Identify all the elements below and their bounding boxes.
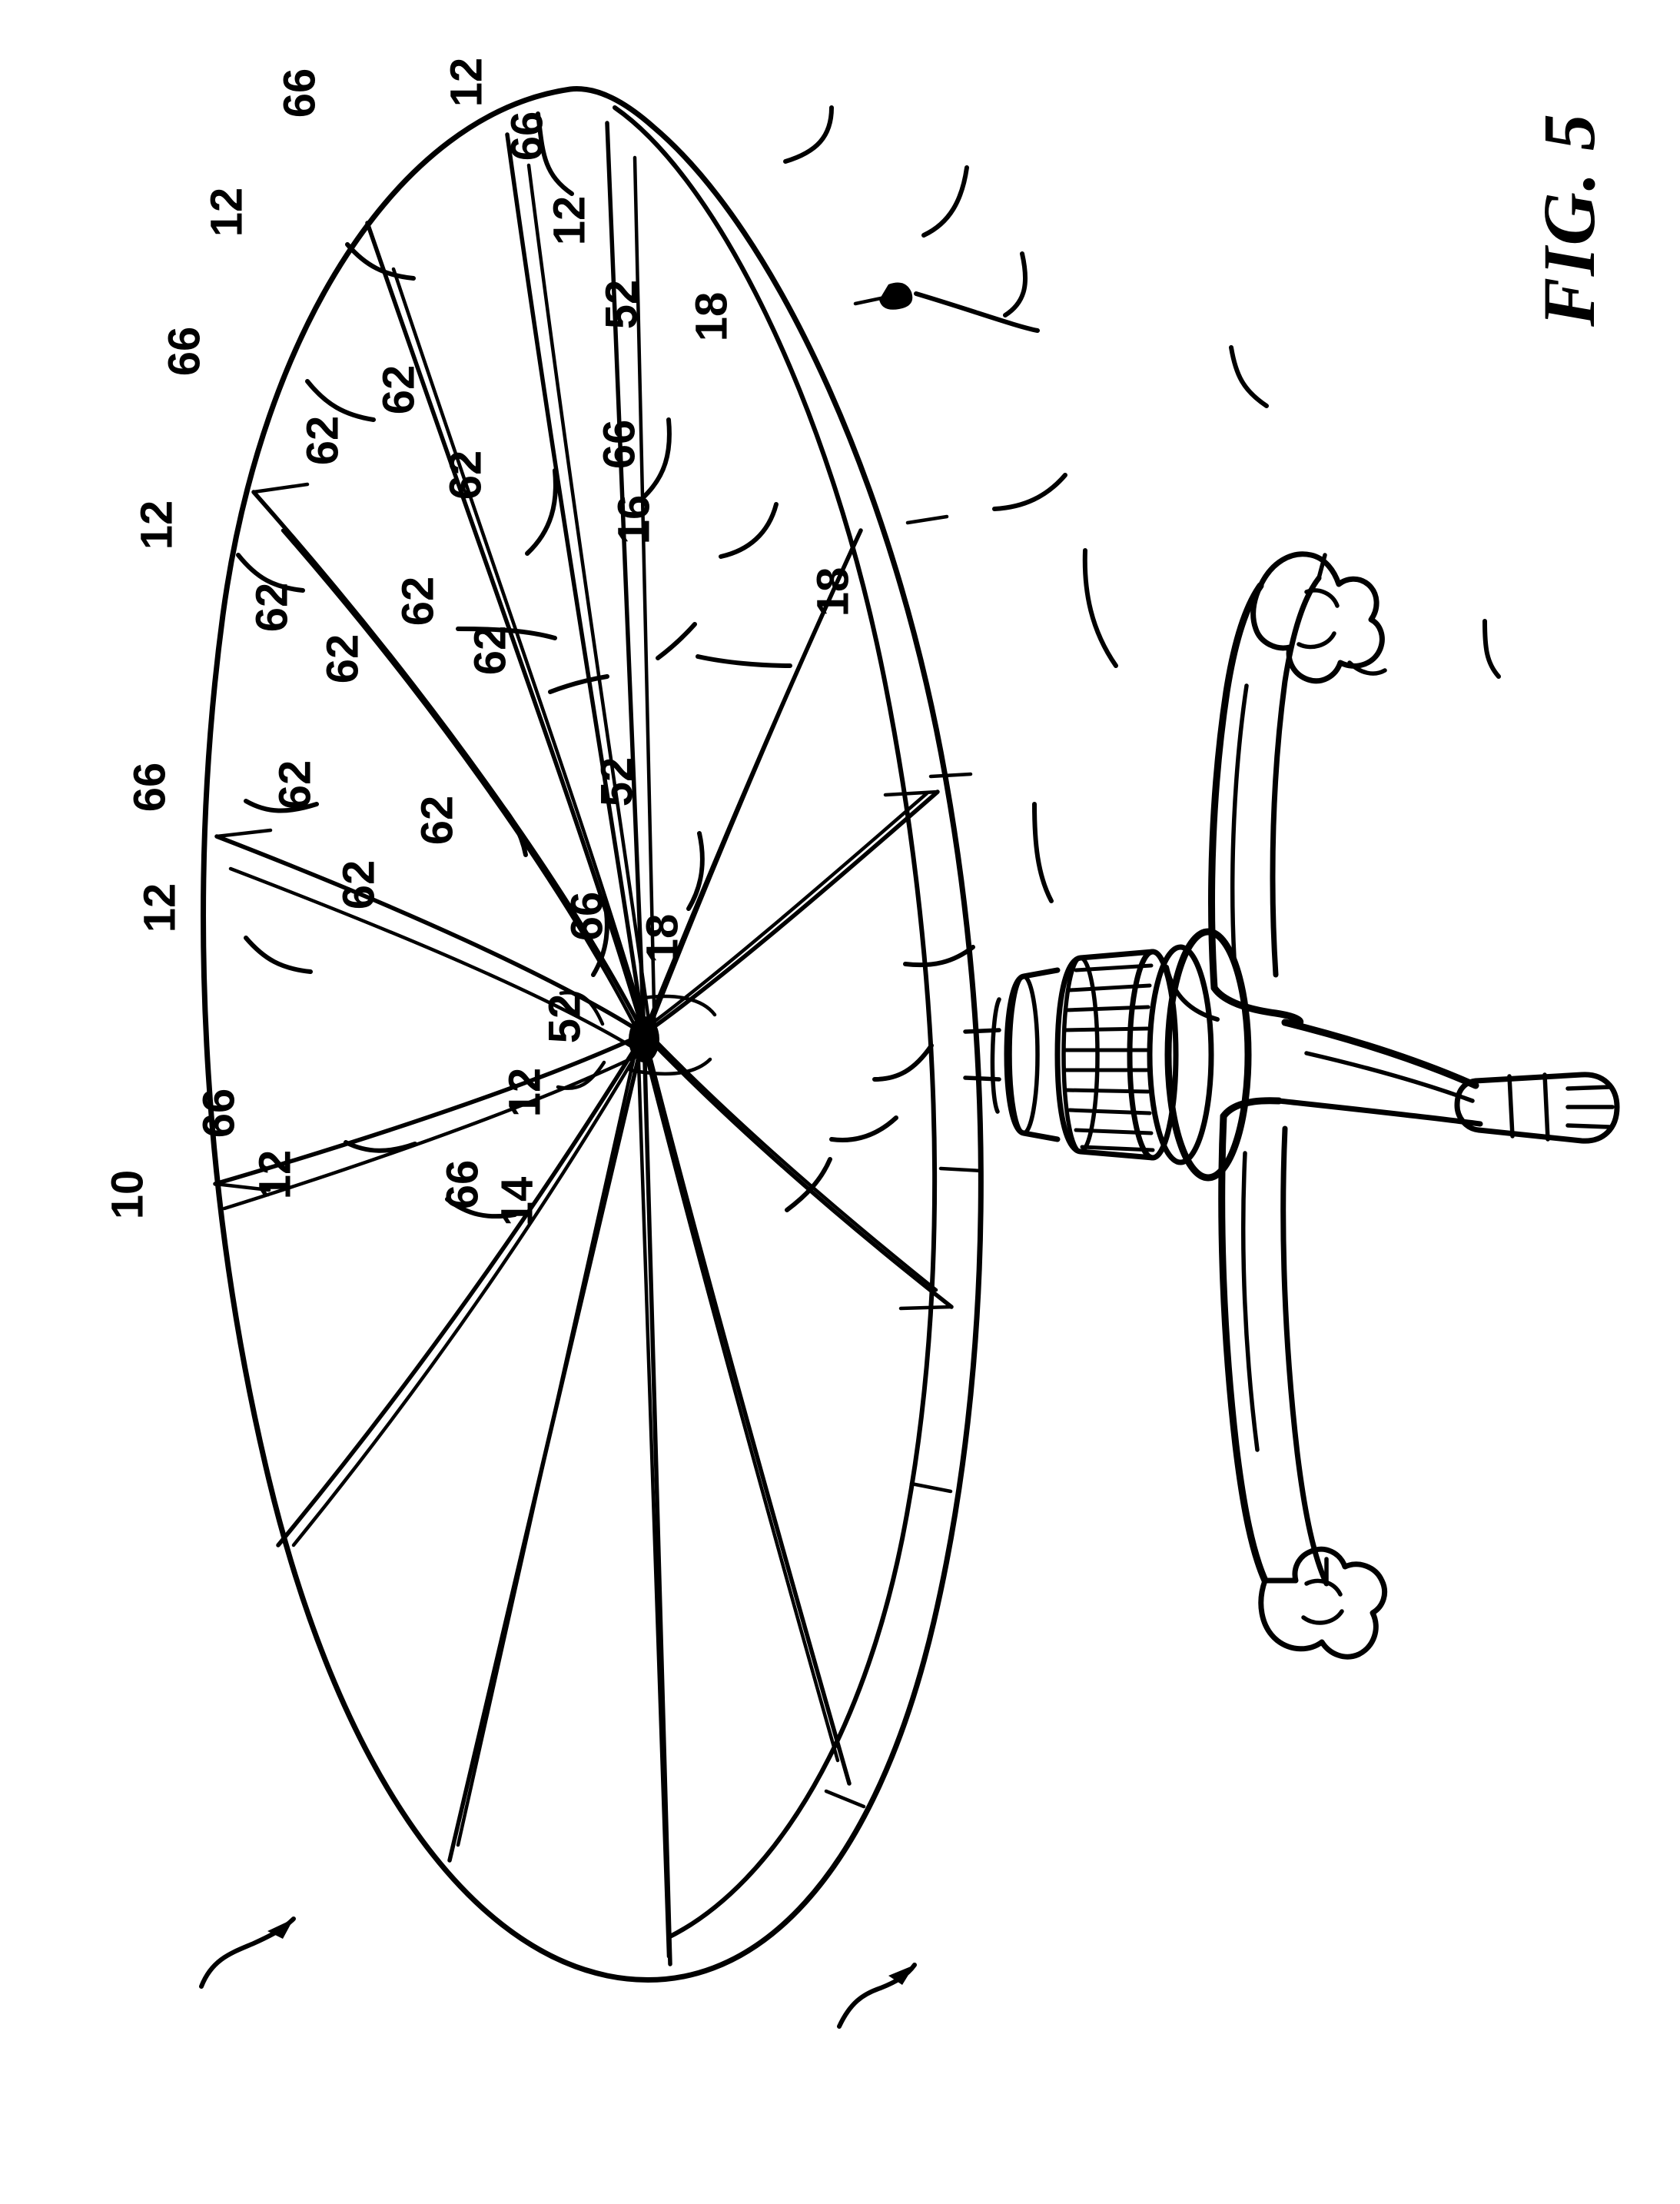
callout-12-top: 12 bbox=[441, 57, 492, 108]
callout-62-hub-below: 62 bbox=[317, 633, 368, 684]
fan-disc-group bbox=[201, 86, 984, 1983]
callout-66-top-left: 66 bbox=[274, 68, 325, 118]
arrowhead-10 bbox=[267, 1919, 294, 1939]
callout-18-upper: 18 bbox=[686, 291, 737, 342]
mounting-foot-lower bbox=[1258, 1546, 1387, 1660]
rim-tab-group bbox=[879, 282, 913, 310]
callout-18-lower: 18 bbox=[637, 913, 688, 964]
bracket-arm-right bbox=[1281, 1019, 1479, 1089]
callout-62-hub-left: 62 bbox=[247, 582, 297, 633]
callout-66-lower-right: 66 bbox=[562, 891, 613, 942]
arrowhead-14 bbox=[888, 1965, 915, 1985]
callout-66-bottom: 66 bbox=[437, 1159, 488, 1210]
callout-12-bottom: 12 bbox=[250, 1149, 300, 1200]
callout-18-right: 18 bbox=[808, 567, 858, 617]
bracket-arm-lower bbox=[1218, 1112, 1269, 1584]
blade-tip-marks bbox=[213, 482, 954, 1311]
blade-hub-convergence bbox=[629, 1016, 659, 1062]
callout-14-bracket: 14 bbox=[492, 1176, 543, 1227]
callout-66-bottom-left: 66 bbox=[194, 1088, 244, 1139]
callout-66-left: 66 bbox=[159, 326, 210, 377]
motor-bracket-group bbox=[963, 551, 1620, 1660]
callout-66-right-mid: 66 bbox=[594, 419, 645, 470]
callout-52-upper: 52 bbox=[596, 279, 647, 330]
callout-62-upper-right: 62 bbox=[440, 450, 491, 500]
splined-hub-group bbox=[990, 928, 1252, 1182]
rim-band-ties bbox=[824, 294, 984, 1809]
callout-62-lower-mid: 62 bbox=[412, 795, 463, 846]
callout-62-lower-left: 62 bbox=[270, 760, 320, 810]
callout-62-upper-mid: 62 bbox=[374, 364, 424, 415]
callout-12-upper-right: 12 bbox=[544, 195, 595, 246]
bracket-center-body bbox=[1210, 984, 1303, 1120]
fan-rim-outline bbox=[201, 86, 984, 1983]
hub-spline-teeth bbox=[1061, 963, 1155, 1152]
callout-12-lower-left: 12 bbox=[134, 883, 185, 933]
figure-label: FIG. 5 bbox=[1527, 112, 1610, 327]
rim-tab-upper bbox=[879, 282, 913, 310]
leader-lines bbox=[236, 105, 1501, 1219]
mounting-boss-right bbox=[1454, 1072, 1620, 1144]
callout-62-upper-left: 62 bbox=[297, 415, 348, 466]
motor-shaft bbox=[963, 1028, 1001, 1082]
callout-12-far-left: 12 bbox=[131, 500, 182, 550]
callout-16-hub: 16 bbox=[609, 494, 659, 545]
mounting-foot-upper bbox=[1250, 551, 1385, 684]
callout-12-upper-left: 12 bbox=[201, 187, 252, 238]
callout-62-lower: 62 bbox=[334, 859, 384, 910]
bracket-arm-upper bbox=[1208, 582, 1264, 992]
callout-52-bottom-right: 52 bbox=[540, 993, 590, 1044]
callout-66-lower-left: 66 bbox=[125, 762, 175, 813]
callout-66-upper-right: 66 bbox=[502, 111, 553, 161]
callout-12-bottom-right: 12 bbox=[500, 1067, 550, 1118]
callout-52-lower-right: 52 bbox=[592, 756, 642, 807]
callout-10-assembly: 10 bbox=[102, 1169, 153, 1220]
callout-62-hub-right: 62 bbox=[393, 576, 443, 627]
callout-62-hub-far-right: 62 bbox=[465, 625, 516, 676]
assembly-arrow-leaders bbox=[199, 1916, 917, 2029]
fan-rim-band bbox=[613, 105, 938, 1940]
fan-blade-lines bbox=[213, 121, 954, 1966]
